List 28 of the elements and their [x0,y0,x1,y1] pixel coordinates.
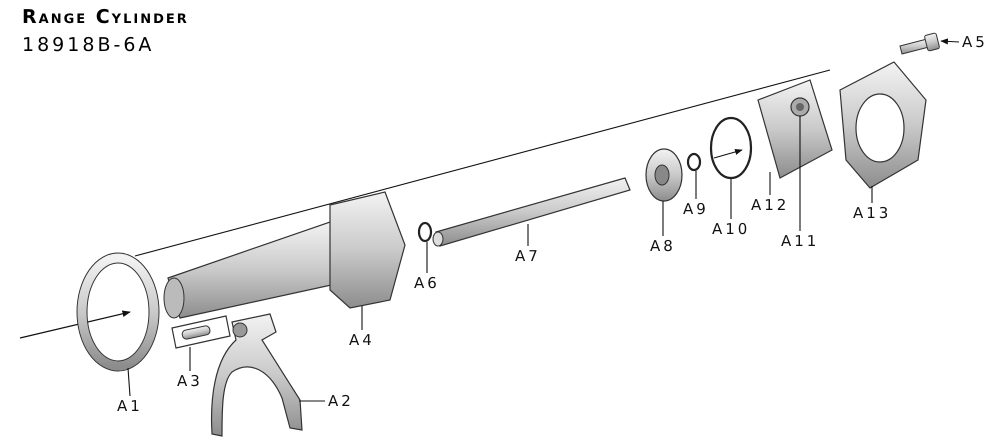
leader-line [871,186,873,203]
gasket-drawing [76,252,160,372]
leader-line [940,38,960,44]
leader-line [361,306,363,330]
part-number: 18918B-6A [22,34,154,56]
leader-line [799,116,801,231]
leader-line [189,347,191,371]
piston-drawing [645,148,683,202]
leader-line [695,171,697,199]
leader-line [426,242,428,273]
leader-line [299,400,325,402]
diagram-title: Range Cylinder [22,6,189,28]
spring-drawing [171,315,231,349]
shaft-drawing [432,177,631,247]
o-ring-drawing [686,152,702,172]
end-housing-drawing [839,61,927,189]
leader-line [769,172,771,195]
cover-plate-drawing [757,79,833,179]
nut-drawing [790,97,810,117]
leader-line [662,201,664,236]
o-ring-drawing [418,222,432,242]
cylinder-housing-drawing [164,191,406,319]
o-ring-drawing [710,116,752,180]
leader-line [527,224,529,246]
leader-line [127,368,131,396]
bolt-drawing [899,32,940,55]
shift-fork-drawing [210,313,303,437]
leader-line [730,179,732,219]
